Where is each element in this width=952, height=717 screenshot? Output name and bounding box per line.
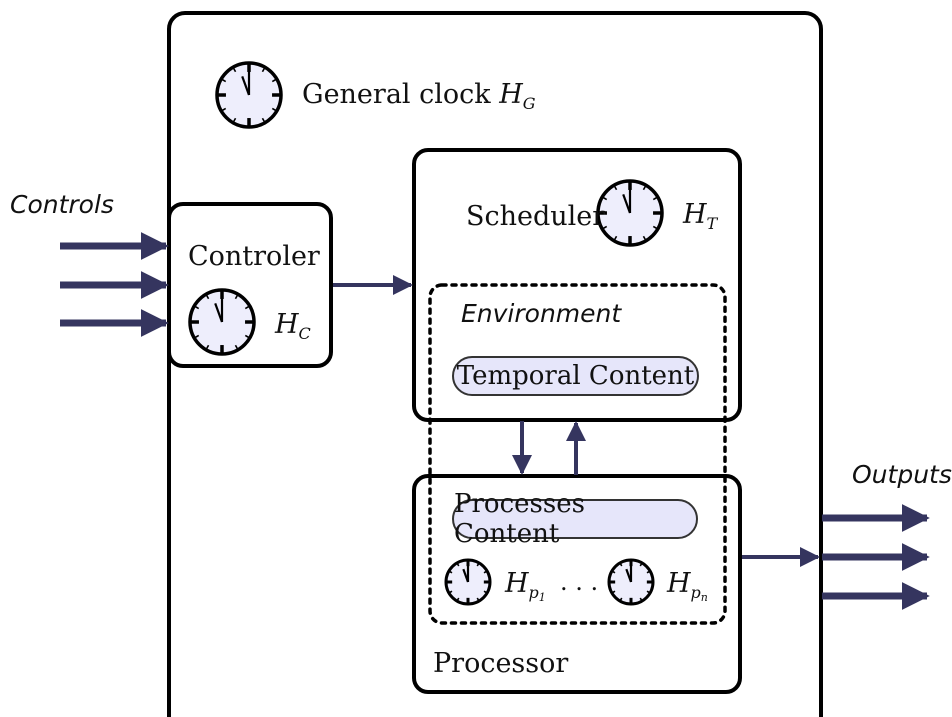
process-ellipsis: . . . [560,568,599,596]
processes-content-label: Processes Content [454,489,585,549]
scheduler-clock-icon [596,179,664,247]
process-n-clock-icon [607,558,655,606]
general-clock-icon [215,61,283,129]
environment-box [428,283,727,625]
process-1-clock-icon [444,558,492,606]
process-n-clock-symbol: Hpn [667,568,708,604]
outputs-label: Outputs [852,460,952,489]
scheduler-clock-symbol: HT [683,199,718,233]
temporal-content-label: Temporal Content [456,361,695,391]
scheduler-label: Scheduler [466,201,606,232]
controls-label: Controls [10,190,114,219]
general-clock-label: General clock HG [302,81,536,112]
general-clock-text: General clock [302,79,491,110]
temporal-content-pill: Temporal Content [452,356,699,396]
general-clock-symbol: HG [499,79,536,113]
controler-clock-symbol: HC [275,309,311,343]
processor-label: Processor [433,648,569,679]
controler-label: Controler [188,241,320,272]
processes-content-pill: Processes Content [452,489,698,549]
environment-label: Environment [461,299,622,328]
process-1-clock-symbol: Hp1 [505,568,546,604]
controler-clock-icon [188,288,256,356]
system-box [167,11,823,717]
